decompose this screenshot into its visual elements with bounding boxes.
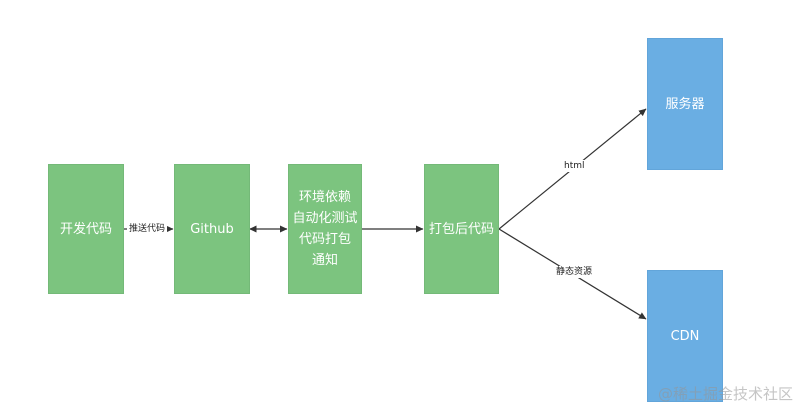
ci-line-2: 自动化测试: [292, 211, 358, 226]
ci-line-3: 代码打包: [298, 232, 351, 247]
node-github-label: Github: [190, 221, 234, 237]
ci-line-4: 通知: [311, 253, 338, 268]
node-packaged-code: 打包后代码: [424, 164, 499, 294]
edge-label-static: 静态资源: [554, 266, 595, 278]
edge-label-push: 推送代码: [127, 223, 168, 235]
node-server: 服务器: [647, 38, 723, 170]
node-dev-code: 开发代码: [48, 164, 124, 294]
ci-line-1: 环境依赖: [298, 190, 351, 205]
edge-label-html: html: [562, 160, 587, 172]
node-cdn: CDN: [647, 270, 723, 402]
node-dev-code-label: 开发代码: [59, 221, 112, 237]
node-packaged-code-label: 打包后代码: [428, 221, 494, 237]
node-server-label: 服务器: [665, 96, 705, 112]
node-ci-step: 环境依赖 自动化测试 代码打包 通知: [288, 164, 362, 294]
node-cdn-label: CDN: [670, 328, 700, 344]
watermark: @稀土掘金技术社区: [657, 385, 793, 403]
node-github: Github: [174, 164, 250, 294]
